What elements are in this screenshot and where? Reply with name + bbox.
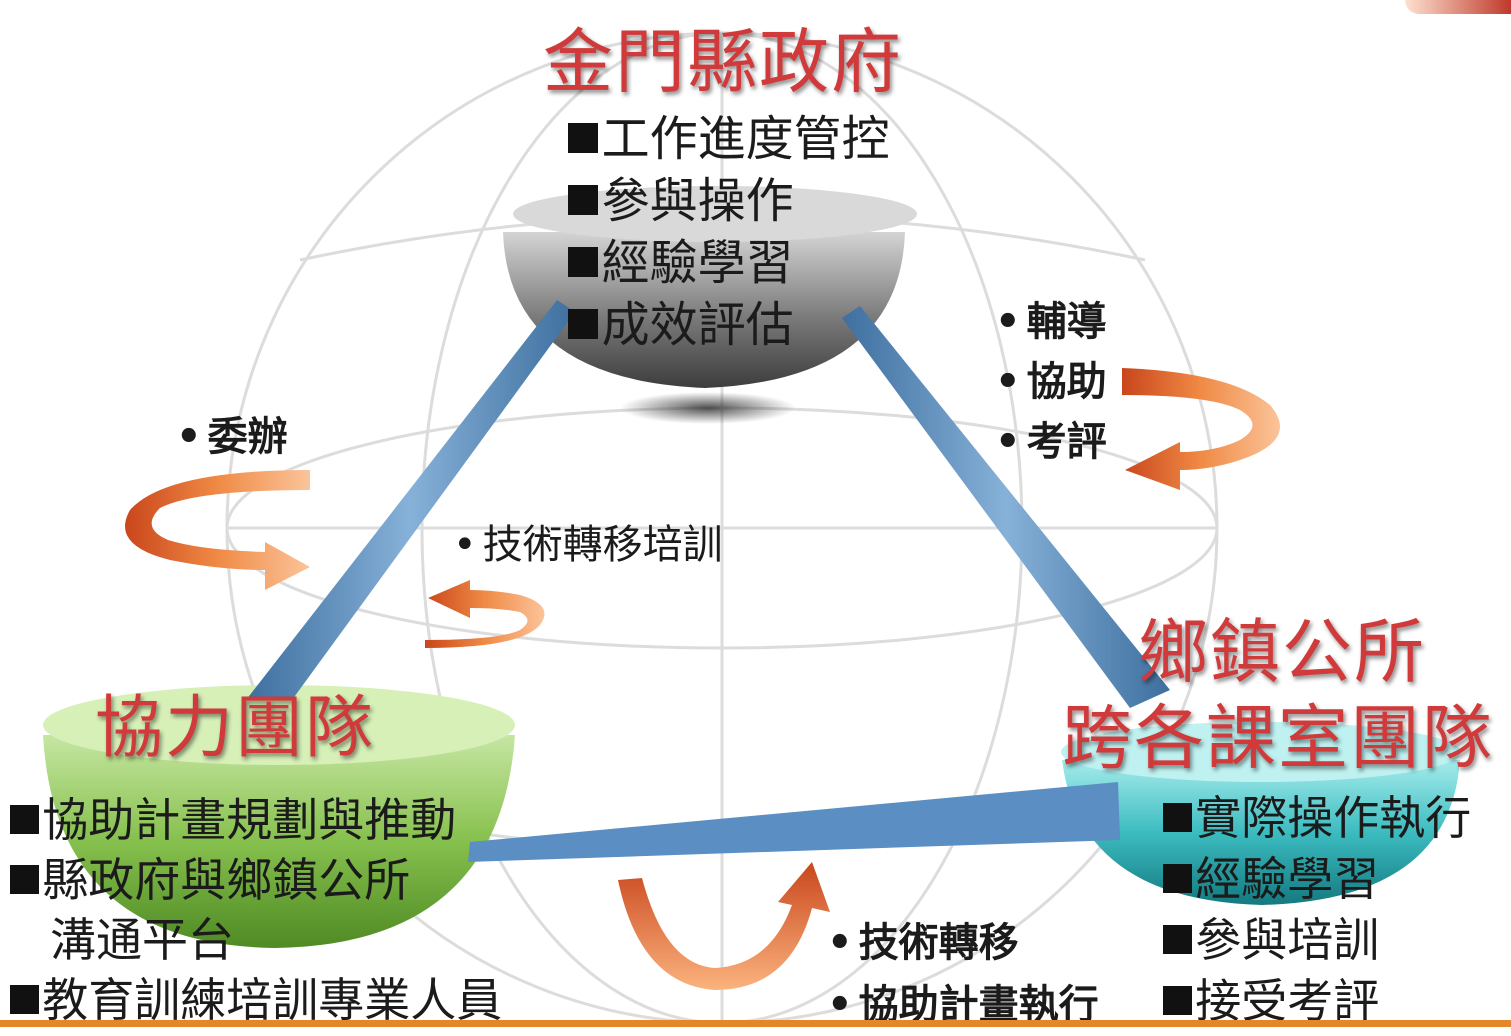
team-duty: 溝通平台 <box>50 913 234 967</box>
township-duty: 實際操作執行 <box>1163 788 1471 849</box>
relation-team-training: 技術轉移培訓 <box>453 520 723 570</box>
square-bullet-icon <box>1163 864 1192 893</box>
relation-gov-township: 輔導 協助 考評 <box>995 292 1107 472</box>
relation-label: 考評 <box>995 412 1107 472</box>
relation-label: 委辦 <box>176 412 288 462</box>
team-title: 協力團隊 <box>95 689 376 768</box>
government-duty: 工作進度管控 <box>568 108 890 170</box>
government-duty: 參與操作 <box>568 170 890 232</box>
curved-arrow-icon <box>618 862 830 990</box>
connector-gov-team <box>246 300 575 700</box>
team-duty: 協助計畫規劃與推動 <box>10 790 502 850</box>
square-bullet-icon <box>568 308 598 339</box>
team-duties: 協助計畫規劃與推動 縣政府與鄉鎮公所 溝通平台 教育訓練培訓專業人員 <box>10 790 502 1030</box>
relation-label: 輔導 <box>995 292 1107 352</box>
government-duty: 成效評估 <box>568 294 890 356</box>
square-bullet-icon <box>10 805 39 834</box>
connector-gov-township <box>842 306 1170 708</box>
team-bowl <box>43 685 515 948</box>
team-duty: 縣政府與鄉鎮公所 <box>10 850 502 910</box>
relation-label: 協助 <box>995 352 1107 412</box>
government-duties: 工作進度管控 參與操作 經驗學習 成效評估 <box>568 108 890 356</box>
township-title-line1: 鄉鎮公所 <box>1138 611 1426 693</box>
connector-team-township <box>468 782 1120 862</box>
township-bowl <box>1061 722 1461 905</box>
government-duty: 經驗學習 <box>568 232 890 294</box>
township-duty: 參與培訓 <box>1163 910 1471 971</box>
curved-arrow-icon <box>1122 368 1280 490</box>
government-bowl <box>503 186 917 388</box>
square-bullet-icon <box>568 184 598 215</box>
relation-team-township: 技術轉移 協助計畫執行 <box>827 912 1099 1036</box>
square-bullet-icon <box>568 122 598 153</box>
township-title-line2: 跨各課室團隊 <box>1062 697 1494 779</box>
township-duty: 經驗學習 <box>1163 849 1471 910</box>
corner-decoration <box>1405 0 1511 14</box>
relation-gov-team: 委辦 <box>176 412 288 462</box>
square-bullet-icon <box>1163 986 1192 1015</box>
curved-arrow-icon <box>125 470 310 590</box>
square-bullet-icon <box>1163 925 1192 954</box>
township-duties: 實際操作執行 經驗學習 參與培訓 接受考評 <box>1163 788 1471 1032</box>
government-title: 金門縣政府 <box>543 21 903 103</box>
government-bowl-shadow <box>620 392 796 424</box>
bottom-accent-bar <box>0 1020 1511 1027</box>
relation-label: 技術轉移培訓 <box>453 520 723 570</box>
township-duty: 接受考評 <box>1163 971 1471 1032</box>
curved-arrow-icon <box>425 580 545 648</box>
square-bullet-icon <box>568 246 598 277</box>
square-bullet-icon <box>10 865 39 894</box>
square-bullet-icon <box>1163 803 1192 832</box>
team-duty: 教育訓練培訓專業人員 <box>10 970 502 1030</box>
relation-label: 技術轉移 <box>827 912 1099 974</box>
square-bullet-icon <box>10 985 39 1014</box>
